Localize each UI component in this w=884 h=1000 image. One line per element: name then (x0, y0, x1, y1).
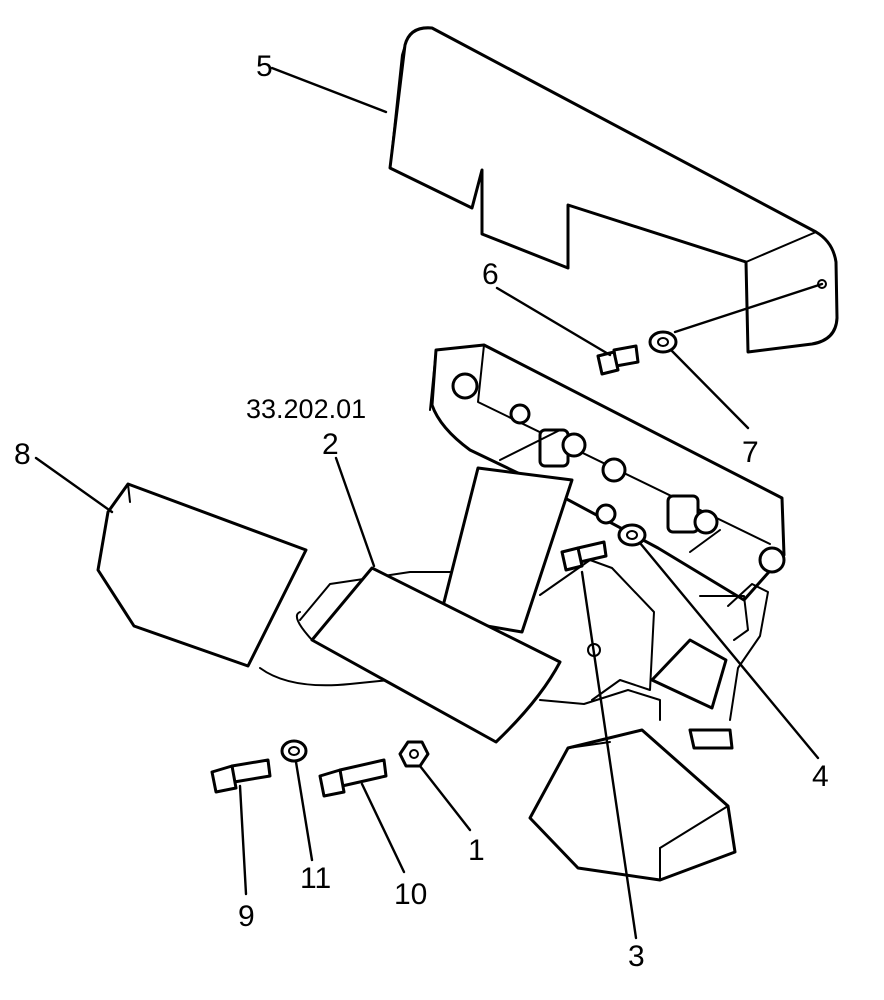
callout-7: 7 (742, 436, 759, 469)
part-1-nut (398, 740, 430, 768)
part-4-washer (617, 523, 647, 547)
part-5-cover (388, 26, 839, 354)
callout-1: 1 (468, 834, 485, 867)
pedal-linkage (259, 466, 769, 750)
callout-10: 10 (394, 878, 427, 911)
callout-4: 4 (812, 760, 829, 793)
part-3-bolt (560, 540, 608, 572)
part-11-washer (280, 739, 308, 763)
callout-3: 3 (628, 940, 645, 973)
callout-8: 8 (14, 438, 31, 471)
callout-9: 9 (238, 900, 255, 933)
callouts: 5 6 7 2 8 4 1 11 10 9 3 (14, 50, 829, 973)
callout-11: 11 (300, 862, 331, 895)
bracket-assembly (429, 343, 786, 602)
callout-5: 5 (256, 50, 273, 83)
leader-lines (34, 66, 824, 940)
part-10-bolt (318, 758, 388, 798)
part-2-pedal-pad (296, 566, 562, 744)
drawing-reference: 33.202.01 (246, 394, 366, 424)
part-6-bolt (596, 344, 640, 376)
part-9-bolt (210, 758, 272, 794)
callout-2: 2 (322, 428, 339, 461)
part-7-washer (648, 330, 678, 354)
right-pedal-shoe (528, 728, 737, 882)
callout-6: 6 (482, 258, 499, 291)
part-8-left-pedal (96, 482, 308, 668)
